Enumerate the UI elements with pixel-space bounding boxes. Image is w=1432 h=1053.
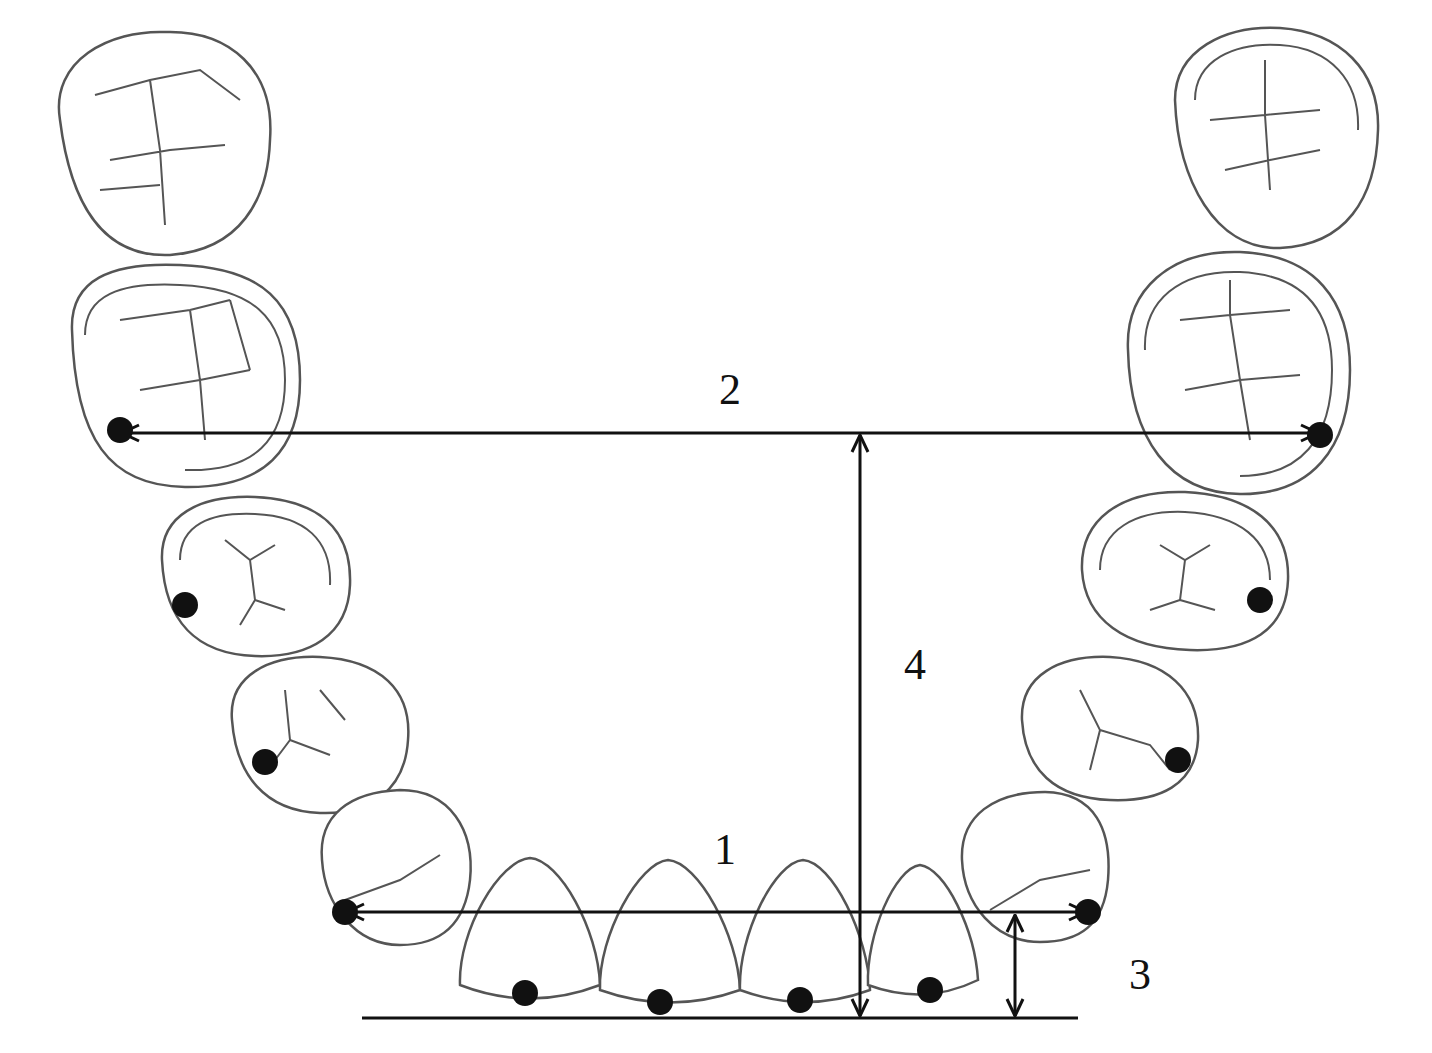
landmark-dots bbox=[107, 417, 1333, 1015]
callout-number: 1 bbox=[710, 826, 740, 874]
reference-baseline bbox=[362, 1017, 1078, 1020]
canine-depth-line bbox=[1014, 915, 1017, 1016]
molar-depth-line bbox=[859, 435, 862, 1016]
canine-width-line bbox=[347, 911, 1086, 914]
callout-number: 4 bbox=[900, 641, 930, 689]
teeth-outlines bbox=[59, 28, 1378, 1003]
molar-width-line bbox=[122, 432, 1318, 435]
measurement-lines bbox=[122, 433, 1318, 1018]
callout-number: 3 bbox=[1125, 951, 1155, 999]
callout-number: 2 bbox=[715, 366, 745, 414]
